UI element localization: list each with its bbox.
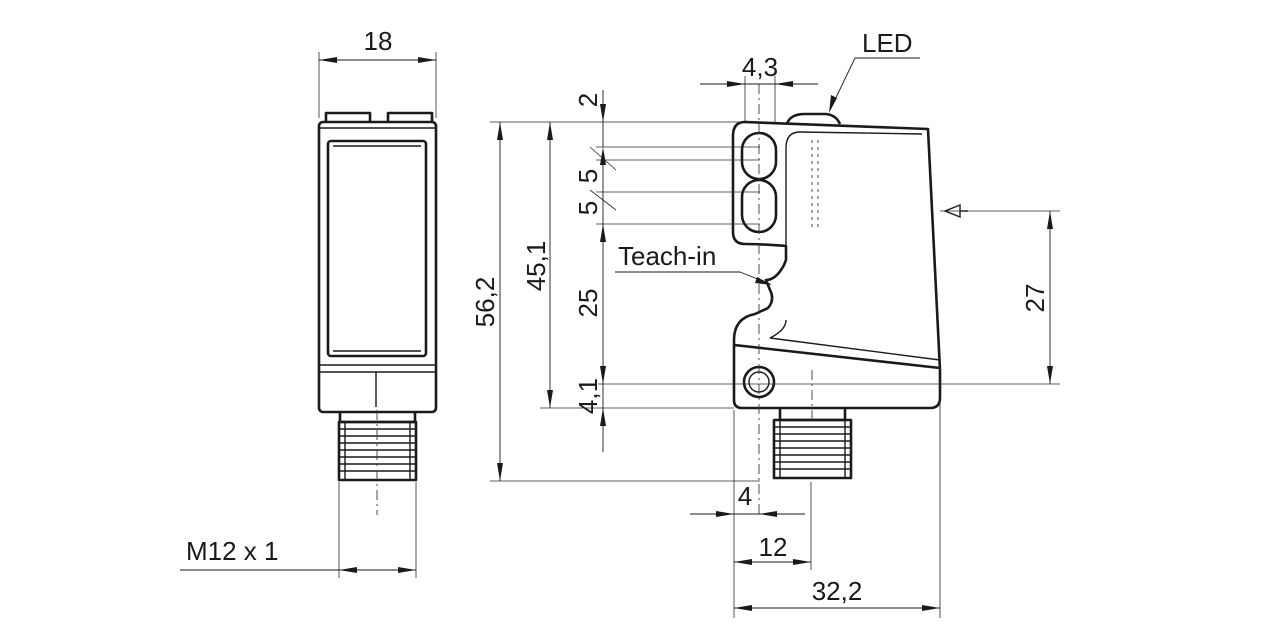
height-body-label: 45,1	[521, 241, 551, 292]
dim-32-2-label: 32,2	[812, 576, 863, 606]
side-view	[731, 84, 968, 515]
thread-label: M12 x 1	[186, 536, 279, 566]
dim-5a-label: 5	[573, 169, 603, 183]
dim-4-label: 4	[738, 481, 752, 511]
dimension-lines: 56,2 45,1 2 5 5 25 4,1 27	[470, 28, 1060, 618]
teach-in-label: Teach-in	[618, 241, 716, 271]
dim-4-3-label: 4,3	[742, 52, 778, 82]
dim-25-label: 25	[573, 289, 603, 318]
led-label: LED	[862, 28, 913, 58]
dim-12-label: 12	[759, 532, 788, 562]
height-total-label: 56,2	[470, 277, 500, 328]
dim-4-1-label: 4,1	[573, 378, 603, 414]
width-dimension-label: 18	[364, 26, 393, 56]
dim-27-label: 27	[1020, 284, 1050, 313]
dim-5b-label: 5	[573, 201, 603, 215]
front-view: 18 M12 x 1	[180, 26, 438, 578]
dim-2-label: 2	[573, 93, 603, 107]
